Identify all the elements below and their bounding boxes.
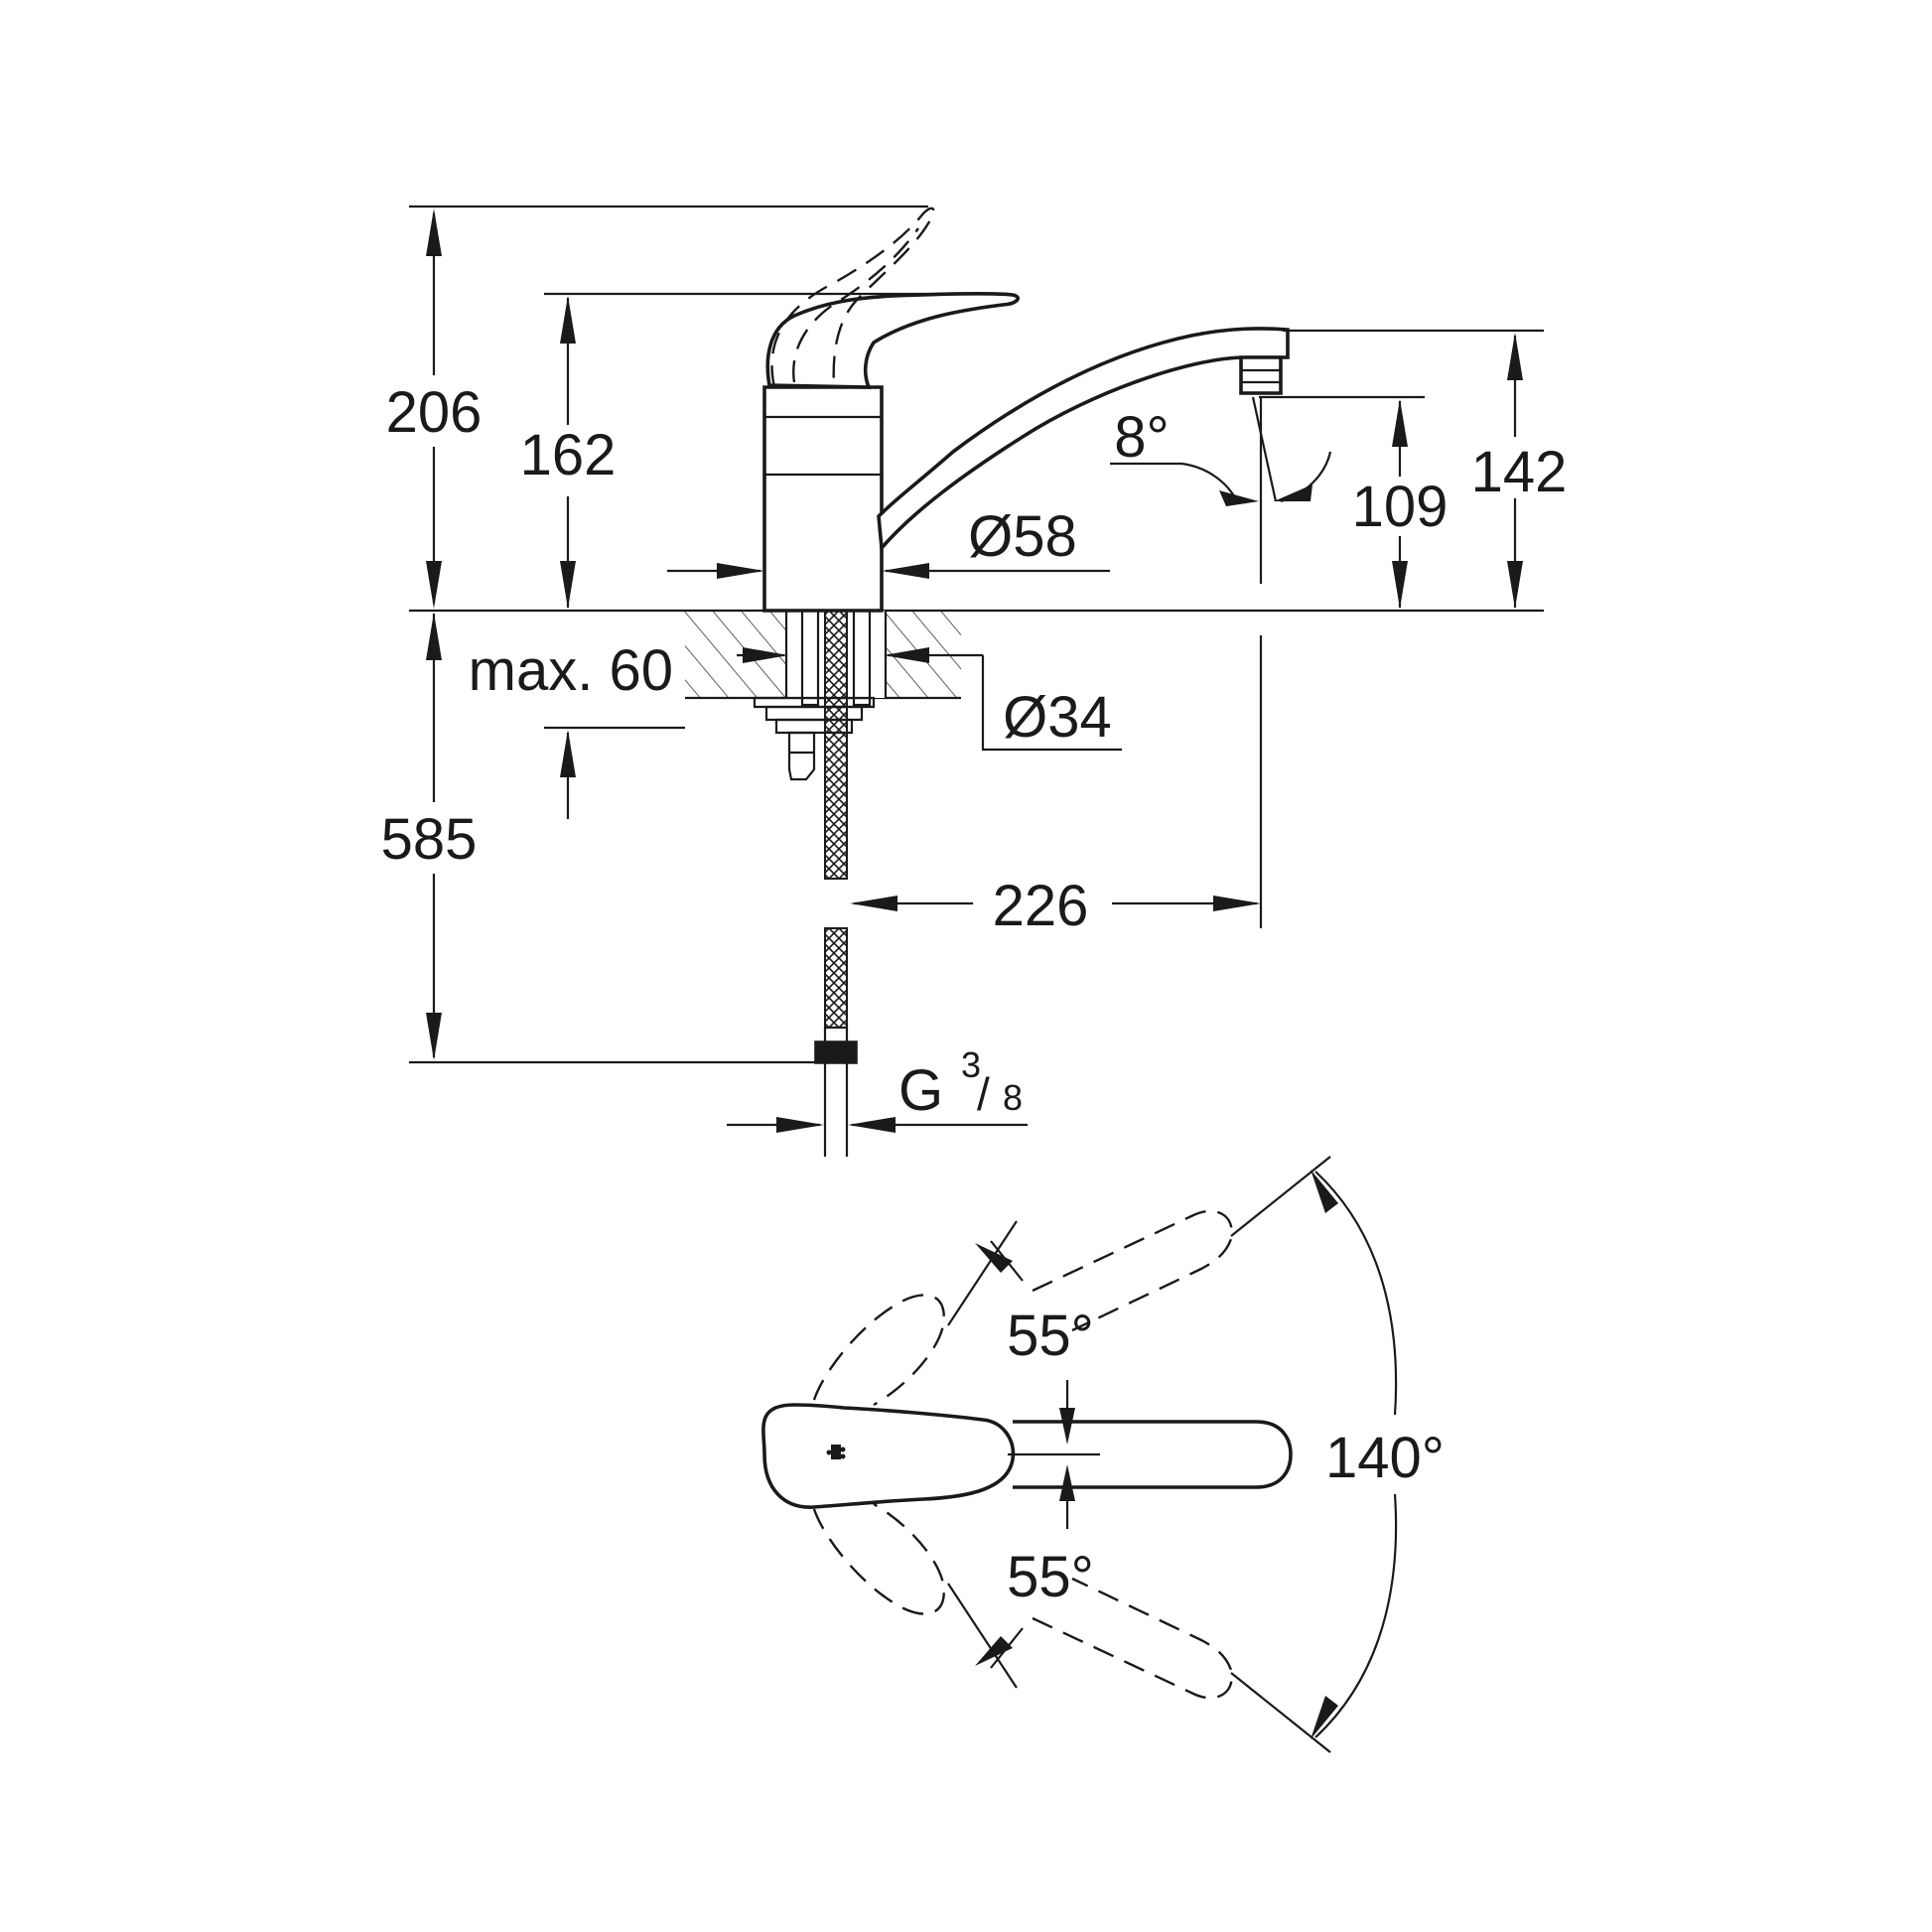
dim-55-upper-label: 55°	[1007, 1304, 1094, 1368]
spout-swivel-lower-dashed	[1032, 1577, 1233, 1700]
dim-109: 109	[1259, 395, 1455, 609]
dim-d58: Ø58	[667, 504, 1110, 579]
dim-140: 140°	[1230, 1156, 1445, 1753]
dim-140-label: 140°	[1325, 1426, 1445, 1490]
lever-top	[761, 1403, 1016, 1509]
lever-indicator-icon	[826, 1445, 846, 1459]
dim-d34: Ø34	[737, 647, 1122, 752]
dim-226: 226	[850, 635, 1263, 938]
dim-g38-denominator: 8	[1003, 1077, 1023, 1118]
spout-swivel-upper-dashed	[1032, 1209, 1233, 1332]
dim-8-degree-label: 8°	[1114, 405, 1169, 470]
faucet-body	[762, 385, 884, 613]
aerator	[1239, 355, 1283, 395]
dim-g38-slash: /	[977, 1068, 990, 1120]
side-view: 206 162 142 109	[375, 205, 1568, 1157]
dim-d58-label: Ø58	[968, 504, 1077, 569]
lever-handle	[765, 292, 1020, 389]
spout-top	[1013, 1420, 1293, 1489]
dim-585-label: 585	[381, 807, 478, 872]
dim-55-lower: 55°	[947, 1545, 1094, 1689]
dim-55-upper: 55°	[947, 1220, 1094, 1368]
lever-swivel-right-dashed	[812, 1502, 945, 1615]
dim-55-lower-label: 55°	[1007, 1545, 1094, 1609]
dim-d34-label: Ø34	[1003, 685, 1112, 750]
dim-max60-label: max. 60	[469, 638, 673, 703]
dim-109-label: 109	[1352, 475, 1449, 539]
dim-g38: G 3 / 8	[727, 1044, 1028, 1133]
spout	[877, 327, 1290, 553]
dim-g38-label: G	[898, 1058, 943, 1123]
dim-142-label: 142	[1471, 440, 1568, 504]
dim-max60: max. 60	[426, 613, 685, 1060]
lever-raised-outline	[770, 207, 935, 388]
dim-162-label: 162	[520, 423, 617, 487]
dim-585: 585	[375, 802, 854, 1064]
lever-raised-outline-2	[792, 227, 919, 383]
dim-206-label: 206	[386, 380, 483, 445]
lever-swivel-left-dashed	[812, 1294, 945, 1407]
dim-g38-numerator: 3	[961, 1044, 981, 1085]
dim-8-degree: 8°	[1110, 396, 1332, 584]
flexible-hose	[814, 610, 858, 1157]
dim-226-label: 226	[993, 874, 1089, 938]
dim-206: 206	[377, 205, 928, 609]
dim-142: 142	[1283, 329, 1568, 609]
dim-162: 162	[508, 292, 1008, 609]
top-view: 55° 55° 140°	[761, 1156, 1445, 1753]
